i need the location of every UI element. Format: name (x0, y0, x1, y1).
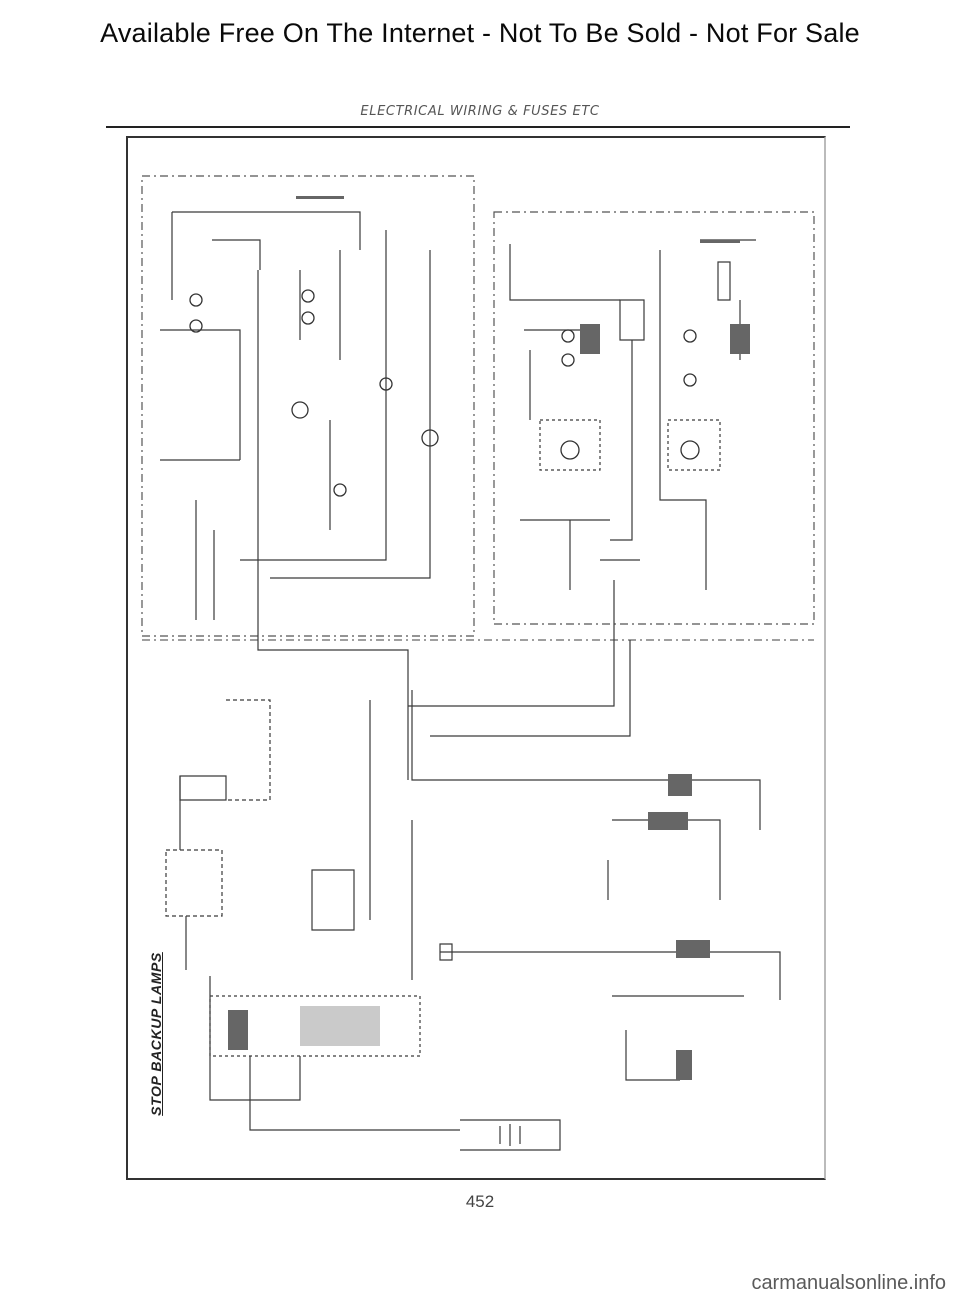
wire (408, 580, 615, 707)
wire (411, 690, 761, 830)
wire (257, 270, 409, 780)
page-number: 452 (465, 1192, 495, 1211)
wire (209, 976, 301, 1101)
lamp-symbol (301, 289, 315, 303)
wire (249, 1056, 460, 1131)
wire (311, 869, 355, 931)
diagram-title: STOP BACKUP LAMPS (148, 944, 164, 1124)
wire (499, 1124, 521, 1146)
wire (659, 250, 707, 590)
wire (625, 1030, 680, 1081)
wire (717, 261, 731, 301)
wire (509, 244, 620, 301)
wire (610, 340, 633, 541)
lamp-symbol (301, 311, 315, 325)
wire (460, 1119, 561, 1151)
wire (430, 640, 631, 737)
wire (212, 239, 261, 270)
lamp-symbol (561, 353, 575, 367)
lamp-symbol (421, 429, 439, 447)
lamp-symbol (291, 401, 309, 419)
upper-left-module (141, 175, 475, 637)
wire (539, 419, 601, 471)
diagram-frame (126, 136, 826, 1180)
lamp-symbol (379, 377, 393, 391)
banner-text: Available Free On The Internet - Not To … (100, 18, 860, 48)
lamp-symbol (189, 293, 203, 307)
wire (619, 299, 645, 341)
section-title: ELECTRICAL WIRING & FUSES ETC (360, 104, 600, 119)
wire (172, 211, 361, 250)
lamp-symbol (683, 373, 697, 387)
diagram-title-text: STOP BACKUP LAMPS (148, 952, 164, 1116)
lamp-symbol (560, 440, 580, 460)
wire (270, 250, 431, 579)
wire (612, 819, 721, 900)
wire (179, 775, 227, 801)
wire (226, 699, 271, 801)
wire (440, 951, 781, 1000)
lamp-symbol (561, 329, 575, 343)
upper-right-module (493, 211, 815, 625)
title-rule (106, 126, 850, 128)
wire (160, 329, 241, 460)
wire (667, 419, 721, 471)
wire (165, 849, 223, 917)
watermark: carmanualsonline.info (751, 1272, 946, 1294)
lamp-symbol (189, 319, 203, 333)
wire (240, 230, 387, 561)
wire (439, 943, 453, 961)
lamp-symbol (680, 440, 700, 460)
lamp-symbol (683, 329, 697, 343)
lamp-symbol (333, 483, 347, 497)
